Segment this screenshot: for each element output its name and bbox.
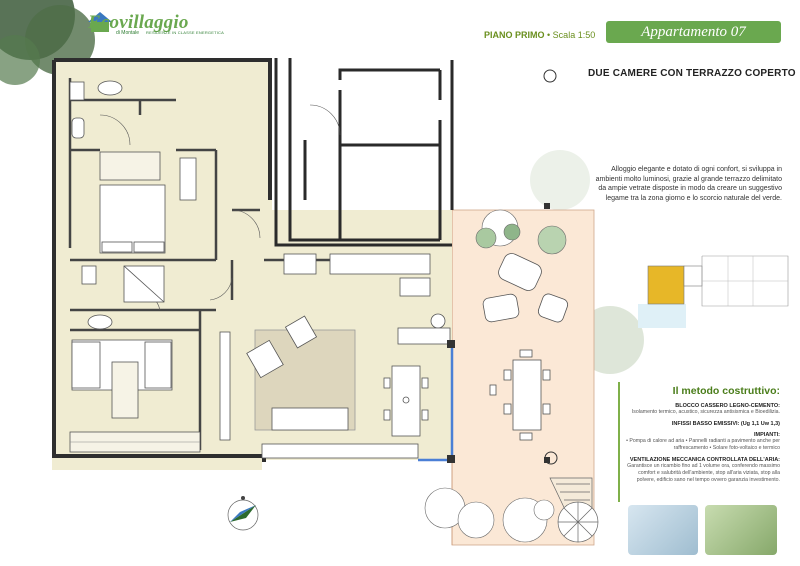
- wall-section-image: [628, 505, 698, 555]
- method-head-3: IMPIANTI:: [754, 432, 780, 438]
- apartment-description: Alloggio elegante e dotato di ogni confo…: [595, 166, 782, 202]
- tree-shadow-topleft: [0, 0, 95, 85]
- bathroom-mid: [81, 265, 165, 330]
- bedroom-2: [69, 339, 201, 453]
- interior-walls: [68, 78, 430, 450]
- kitchen: [283, 253, 451, 345]
- house-model-image: [705, 505, 777, 555]
- brand-tagline: RESIDENZE IN CLASSE ENERGETICA: [146, 30, 225, 35]
- brand-sub: di Montale: [116, 30, 140, 36]
- brand-logo: Ecovillaggio: [88, 12, 189, 33]
- living-room: [219, 315, 419, 459]
- misc-circles: [543, 69, 558, 465]
- apartment-title: Appartamento 07: [641, 24, 746, 40]
- method-text-4: Garantisce un ricambio fino ad 1 volume …: [627, 463, 780, 483]
- plants: [424, 209, 567, 543]
- core-walls: [274, 58, 454, 247]
- floor-label: PIANO PRIMO • Scala 1:50: [484, 30, 595, 40]
- layout-subtitle: DUE CAMERE CON TERRAZZO COPERTO: [588, 68, 796, 79]
- bathroom-top: [69, 80, 123, 139]
- location-minimap: [638, 255, 789, 328]
- floor-name: PIANO PRIMO: [484, 30, 545, 40]
- umbrella: [557, 501, 599, 543]
- construction-method: Il metodo costruttivo: BLOCCO CASSERO LE…: [622, 385, 780, 484]
- method-head-1: BLOCCO CASSERO LEGNO-CEMENTO:: [675, 403, 780, 409]
- logo-icon: [88, 12, 112, 32]
- terrace-furniture: [482, 253, 569, 441]
- dining-table-inside: [383, 365, 429, 437]
- method-head-4: VENTILAZIONE MECCANICA CONTROLLATA DELL'…: [629, 457, 780, 463]
- compass-icon: [227, 496, 259, 531]
- method-text-1: Isolamento termico, acustico, sicurezza …: [631, 409, 780, 415]
- method-divider: [618, 382, 620, 502]
- method-title: Il metodo costruttivo:: [672, 385, 780, 397]
- scale-label: • Scala 1:50: [547, 30, 596, 40]
- glass-wall: [418, 345, 454, 462]
- apartment-badge: [606, 21, 781, 43]
- bedroom-1: [99, 151, 197, 254]
- method-head-2: INFISSI BASSO EMISSIVI: (Ug 1,1 Uw 1,3): [671, 421, 780, 427]
- method-text-3: • Pompa di calore ad aria • Pannelli rad…: [626, 438, 780, 451]
- terrace-posts: [544, 203, 550, 463]
